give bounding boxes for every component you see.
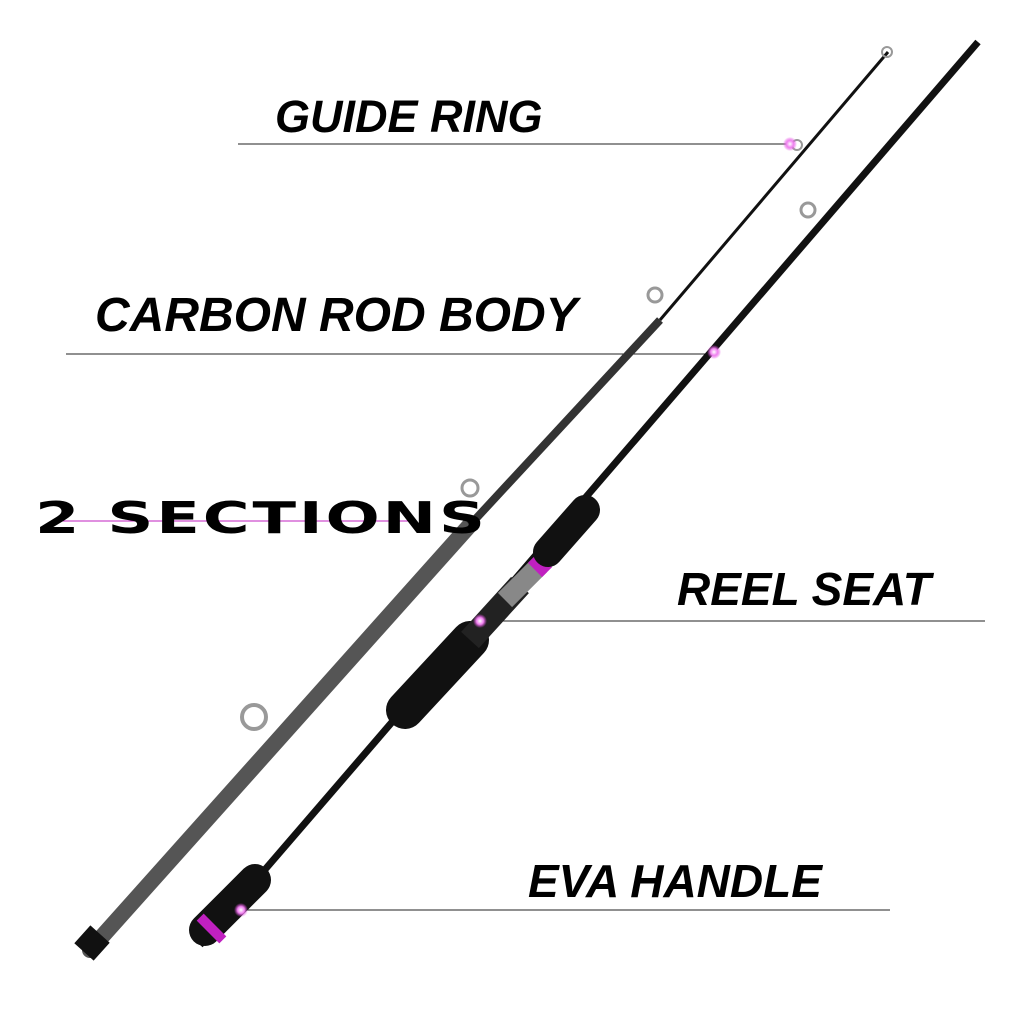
guide-ring-icon bbox=[240, 703, 268, 731]
label-carbon-rod-body: CARBON ROD BODY bbox=[95, 289, 578, 342]
callout-flares bbox=[83, 100, 964, 950]
rod-two-piece bbox=[74, 46, 893, 961]
label-2-sections: 2 SECTIONS bbox=[35, 493, 488, 544]
label-reel-seat: REEL SEAT bbox=[677, 563, 931, 615]
callout-lines bbox=[60, 143, 985, 911]
label-eva-handle: EVA HANDLE bbox=[528, 855, 822, 907]
label-guide-ring: GUIDE RING bbox=[275, 91, 543, 142]
rod-handle-piece bbox=[189, 39, 981, 948]
callout-dots bbox=[234, 137, 797, 917]
